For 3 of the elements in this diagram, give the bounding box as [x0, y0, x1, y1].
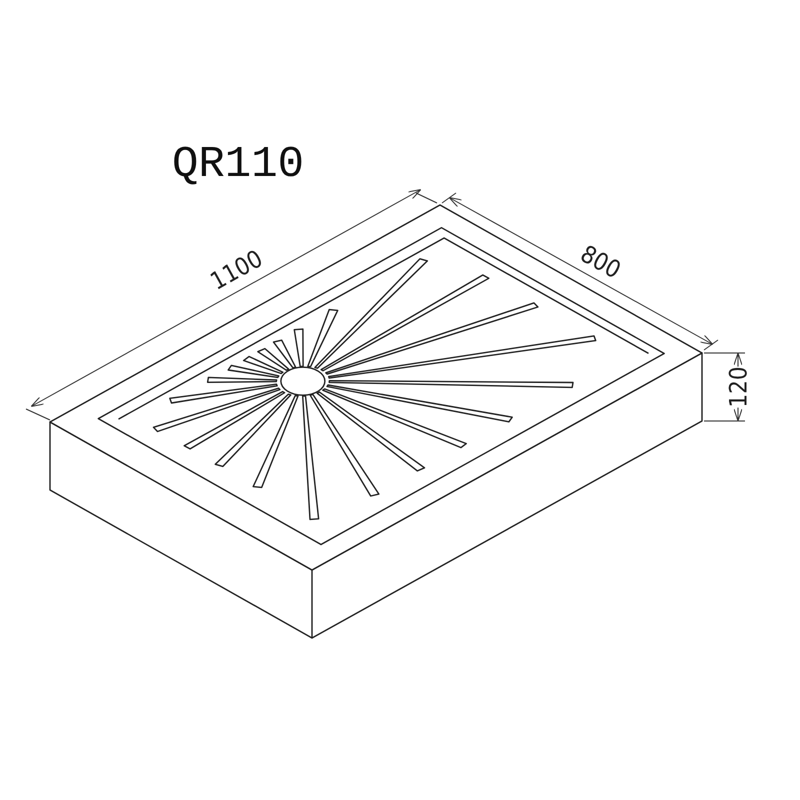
model-title: QR110 — [172, 140, 304, 190]
dimension-label: 1100 — [205, 244, 267, 296]
dimension-label: 800 — [575, 240, 625, 284]
